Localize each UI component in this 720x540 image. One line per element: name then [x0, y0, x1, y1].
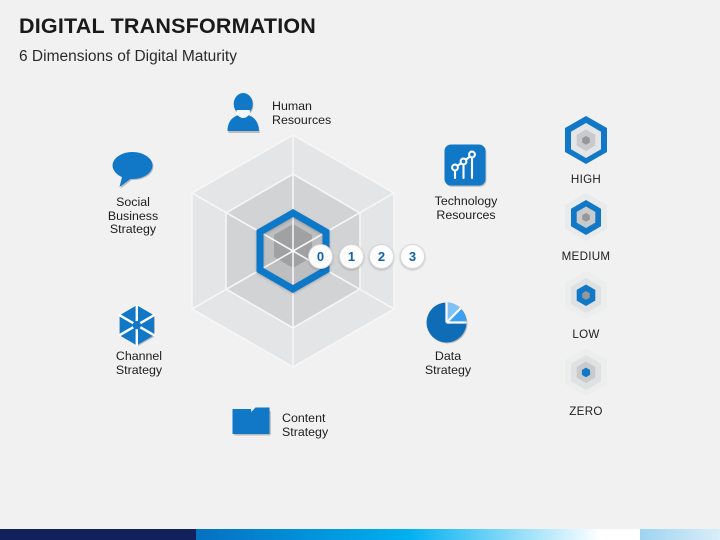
hexagon-level-icon	[565, 116, 607, 164]
axis-label-human-resources: Human Resources	[272, 99, 332, 127]
radar-series-current-maturity	[256, 208, 330, 294]
radar-spokes	[191, 135, 395, 367]
legend-item-high[interactable]: HIGH	[536, 112, 636, 186]
legend-label-low: LOW	[572, 328, 600, 341]
legend-item-low[interactable]: LOW	[536, 267, 636, 341]
page-title: DIGITAL TRANSFORMATION	[19, 14, 317, 38]
legend-label-medium: MEDIUM	[561, 250, 611, 263]
legend-item-medium[interactable]: MEDIUM	[536, 189, 636, 263]
speech-bubble-icon	[109, 149, 157, 193]
axis-label-technology-resources: Technology Resources	[434, 194, 498, 222]
page-subtitle: 6 Dimensions of Digital Maturity	[19, 48, 237, 65]
folder-icon	[231, 403, 275, 437]
footer-segment-white	[600, 529, 640, 540]
radar-svg	[191, 134, 395, 368]
footer-segment-cyan-white	[408, 529, 600, 540]
axis-label-data-strategy: Data Strategy	[424, 349, 472, 377]
radar-chart: 0 1 2 3	[155, 125, 440, 415]
legend-label-high: HIGH	[570, 173, 602, 186]
hexagon-level-icon	[565, 271, 607, 319]
scale-badge-3[interactable]: 3	[400, 244, 425, 269]
scale-badge-1[interactable]: 1	[339, 244, 364, 269]
legend-item-zero[interactable]: ZERO	[536, 344, 636, 418]
axis-label-social-business-strategy: Social Business Strategy	[107, 195, 159, 237]
hexagon-level-icon	[565, 193, 607, 241]
footer-segment-blue-cyan	[196, 529, 408, 540]
person-icon	[224, 92, 264, 134]
footer-segment-navy	[0, 529, 196, 540]
scale-badge-2[interactable]: 2	[369, 244, 394, 269]
circuit-icon	[443, 143, 489, 189]
hexagon-level-icon	[565, 348, 607, 396]
footer-gradient-bar	[0, 529, 720, 540]
maturity-legend: HIGH MEDIUM LOW	[536, 112, 636, 422]
pie-chart-icon	[424, 299, 472, 347]
axis-label-content-strategy: Content Strategy	[282, 411, 329, 439]
footer-segment-lightblue	[640, 529, 720, 540]
axis-label-channel-strategy: Channel Strategy	[115, 349, 163, 377]
hexagon-network-icon	[113, 302, 161, 350]
scale-badge-0[interactable]: 0	[308, 244, 333, 269]
legend-label-zero: ZERO	[569, 405, 603, 418]
